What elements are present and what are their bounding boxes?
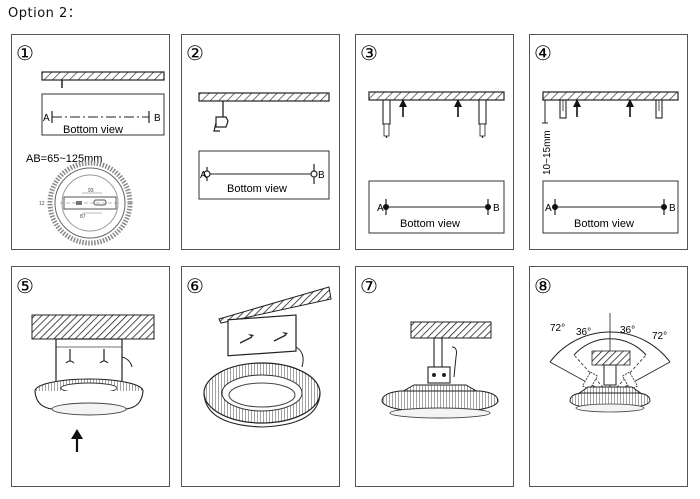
lamp-body	[381, 384, 499, 419]
bottom-view-label: Bottom view	[574, 218, 634, 230]
mounting-bracket	[227, 314, 304, 368]
step-4-diagram: ④ 10~15mm A B Bottom v	[534, 41, 679, 234]
step-3-panel: ③ A B Bottom view	[355, 34, 514, 250]
dimension-label: AB=65~125mm	[26, 153, 102, 165]
bottom-view-frame	[542, 180, 679, 234]
bottom-view-frame	[368, 180, 505, 234]
lamp-body	[569, 386, 651, 413]
step-7-number: ⑦	[360, 274, 378, 298]
bottom-view-label: Bottom view	[227, 183, 287, 195]
hole-a	[552, 204, 558, 210]
angle-outer-right: 72°	[652, 331, 667, 342]
anchor-right	[655, 99, 663, 119]
bottom-view-frame	[41, 93, 165, 136]
point-b-label: B	[318, 170, 325, 181]
up-arrow-right	[454, 99, 462, 117]
ceiling-bar	[41, 71, 165, 81]
step-5-diagram: ⑤	[16, 274, 155, 452]
point-b-label: B	[669, 203, 676, 214]
ceiling-bar	[368, 91, 505, 101]
step-6-panel: ⑥	[181, 266, 340, 487]
hole-a	[203, 170, 211, 178]
step-6-diagram: ⑥	[186, 274, 332, 428]
lamp-body	[203, 362, 321, 428]
ceiling-bar	[542, 91, 679, 101]
mini-label-bottom: 87	[80, 214, 86, 220]
step-5-panel: ⑤	[11, 266, 170, 487]
step-3-number: ③	[360, 41, 378, 65]
up-arrow-right	[626, 99, 634, 117]
step-4-panel: ④ 10~15mm A B Bottom v	[529, 34, 688, 250]
up-arrow-left	[573, 99, 581, 117]
anchor-right	[478, 99, 487, 138]
bottom-view-frame	[198, 150, 330, 200]
step-6-number: ⑥	[186, 274, 204, 298]
hole-b	[310, 170, 318, 178]
point-b-label: B	[493, 203, 500, 214]
gap-label: 10~15mm	[542, 130, 553, 175]
bottom-view-label: Bottom view	[400, 218, 460, 230]
hole-b	[661, 204, 667, 210]
angle-inner-left: 36°	[576, 327, 591, 338]
option-heading: Option 2：	[8, 6, 82, 21]
step-5-number: ⑤	[16, 274, 34, 298]
up-arrow	[71, 429, 83, 452]
step-7-panel: ⑦	[355, 266, 514, 487]
dimension-bracket	[542, 99, 548, 124]
step-2-panel: ② A B Bottom view	[181, 34, 340, 250]
step-8-number: ⑧	[534, 274, 552, 298]
step-4-number: ④	[534, 41, 552, 65]
point-a-label: A	[43, 113, 50, 124]
step-1-diagram: ① A B Bottom view AB=65~125mm 93 87 12	[16, 41, 165, 246]
anchor-left	[559, 99, 567, 119]
step-3-diagram: ③ A B Bottom view	[360, 41, 505, 234]
step-7-diagram: ⑦	[360, 274, 499, 419]
hole-a	[383, 204, 389, 210]
ceiling-block	[31, 314, 155, 340]
angle-outer-left: 72°	[550, 323, 565, 334]
ceiling-block	[218, 286, 332, 324]
point-b-label: B	[154, 113, 161, 124]
step-2-diagram: ② A B Bottom view	[186, 41, 330, 200]
hole-b	[485, 204, 491, 210]
screwdriver-drawing	[213, 101, 229, 132]
step-1-number: ①	[16, 41, 34, 65]
bottom-view-label: Bottom view	[63, 124, 123, 136]
point-a-label: A	[377, 203, 384, 214]
mounting-bracket	[427, 337, 457, 384]
mini-label-top: 93	[88, 188, 94, 194]
mini-label-left: 12	[39, 201, 45, 207]
lamp-body	[34, 378, 144, 416]
ceiling-block	[410, 321, 492, 339]
point-a-label: A	[200, 170, 207, 181]
up-arrow-left	[399, 99, 407, 117]
angle-inner-right: 36°	[620, 325, 635, 336]
step-8-panel: ⑧ 72° 36° 36° 72°	[529, 266, 688, 487]
ceiling-bar	[198, 92, 330, 102]
step-2-number: ②	[186, 41, 204, 65]
anchor-left	[382, 99, 391, 138]
mounting-plate-drawing: 93 87 12	[39, 160, 133, 246]
ceiling-block	[591, 350, 631, 366]
step-1-panel: ① A B Bottom view AB=65~125mm 93 87 12	[11, 34, 170, 250]
step-8-diagram: ⑧ 72° 36° 36° 72°	[534, 274, 671, 413]
point-a-label: A	[545, 203, 552, 214]
